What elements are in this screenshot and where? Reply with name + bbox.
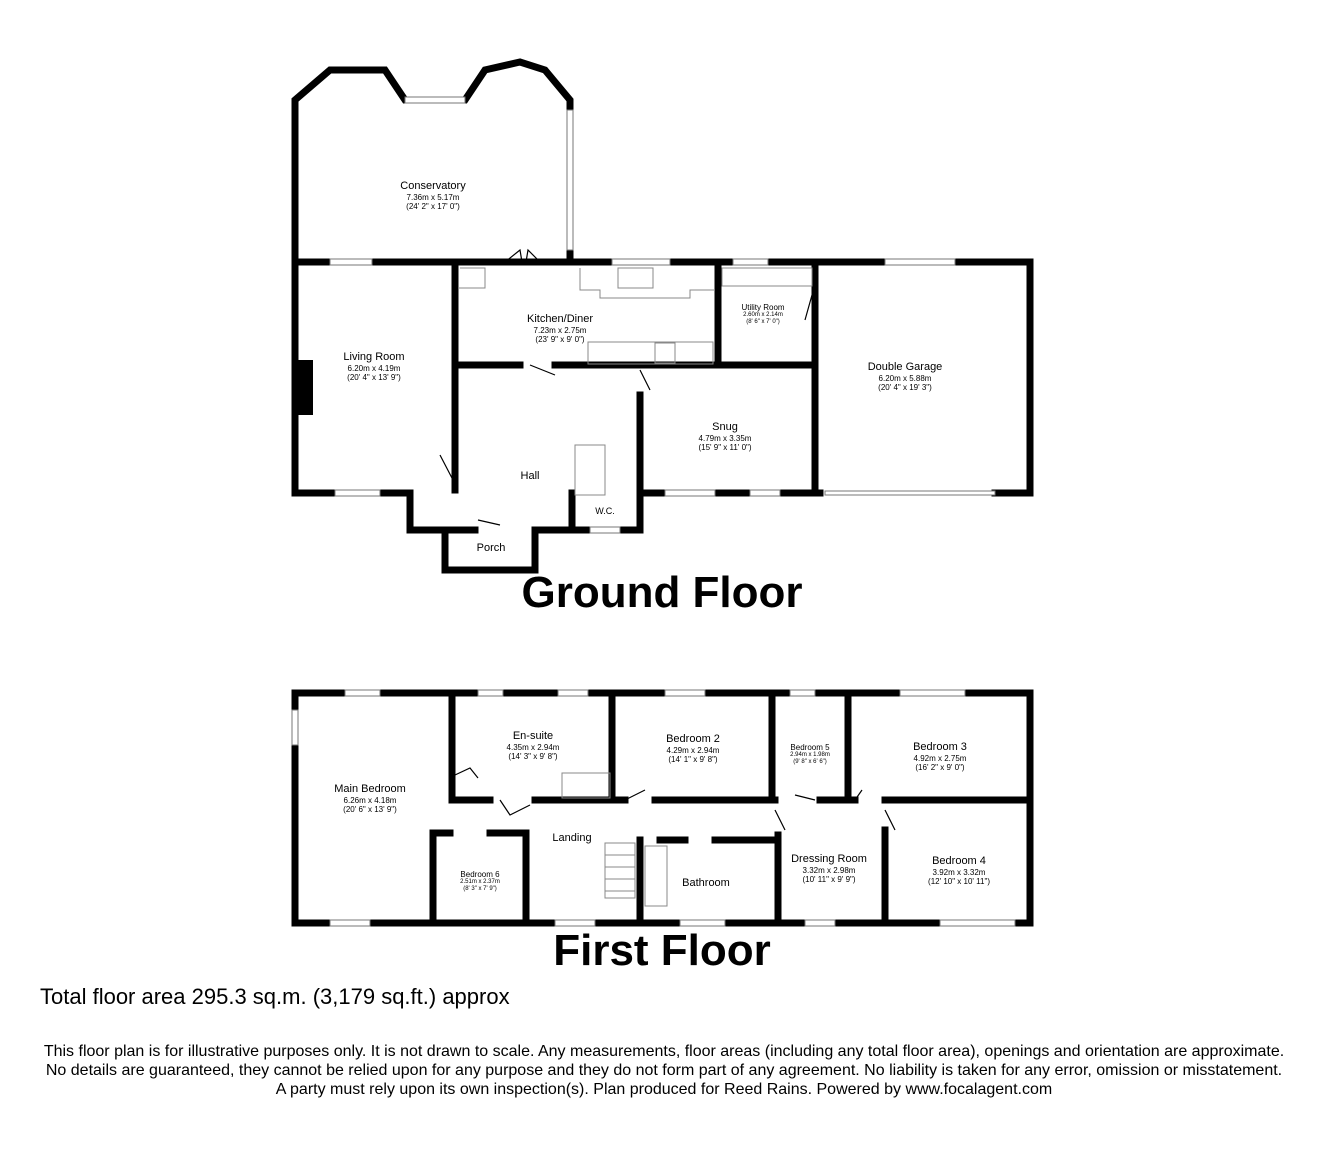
room-kitchen-diner: Kitchen/Diner 7.23m x 2.75m (23' 9" x 9'… — [527, 313, 593, 344]
room-imperial: (20' 4" x 19' 3") — [878, 382, 932, 392]
room-bedroom-5: Bedroom 5 2.94m x 1.98m (9' 8" x 6' 6") — [790, 743, 830, 766]
room-imperial: (10' 11" x 9' 9") — [802, 874, 856, 884]
room-metric: 6.20m x 5.88m — [878, 373, 932, 383]
first-floor-title: First Floor — [553, 926, 771, 975]
room-name: Living Room — [343, 351, 405, 363]
room-metric: 7.23m x 2.75m — [533, 325, 587, 335]
ground-floor-fittings — [439, 248, 813, 526]
room-metric: 4.79m x 3.35m — [698, 433, 752, 443]
room-wc: W.C. — [595, 506, 615, 516]
room-name: Snug — [712, 421, 738, 433]
room-metric: 4.29m x 2.94m — [666, 745, 720, 755]
room-imperial: (20' 4" x 13' 9") — [347, 372, 401, 382]
room-bathroom: Bathroom — [682, 877, 730, 889]
room-imperial: (23' 9" x 9' 0") — [535, 334, 585, 344]
ground-floor-title: Ground Floor — [521, 568, 803, 617]
room-name: Main Bedroom — [334, 783, 406, 795]
room-utility: Utility Room 2.60m x 2.14m (8' 6" x 7' 0… — [741, 303, 784, 326]
room-imperial: (8' 3" x 7' 9") — [463, 886, 497, 893]
room-name: Bedroom 4 — [932, 855, 986, 867]
room-metric: 4.35m x 2.94m — [506, 742, 560, 752]
room-name: Conservatory — [400, 180, 466, 192]
room-imperial: (15' 9" x 11' 0") — [698, 442, 752, 452]
disclaimer: This floor plan is for illustrative purp… — [43, 1043, 1285, 1098]
room-bedroom-6: Bedroom 6 2.51m x 2.37m (8' 3" x 7' 9") — [460, 870, 500, 893]
room-imperial: (12' 10" x 10' 11") — [928, 876, 990, 886]
room-name: Bedroom 3 — [913, 741, 967, 753]
room-double-garage: Double Garage 6.20m x 5.88m (20' 4" x 19… — [868, 361, 943, 392]
room-name: Utility Room — [741, 303, 785, 312]
room-hall: Hall — [520, 470, 540, 482]
first-floor-fittings — [454, 767, 896, 907]
room-imperial: (9' 8" x 6' 6") — [793, 759, 827, 766]
room-name: Bedroom 2 — [666, 733, 720, 745]
room-name: Dressing Room — [791, 853, 867, 865]
first-floor-windows — [291, 689, 1016, 927]
ground-floor-windows — [329, 96, 996, 534]
room-imperial: (20' 6" x 13' 9") — [343, 804, 397, 814]
room-bedroom-4: Bedroom 4 3.92m x 3.32m (12' 10" x 10' 1… — [928, 855, 990, 886]
room-imperial: (14' 3" x 9' 8") — [508, 751, 558, 761]
room-imperial: (24' 2" x 17' 0") — [406, 201, 460, 211]
room-bedroom-3: Bedroom 3 4.92m x 2.75m (16' 2" x 9' 0") — [913, 741, 967, 772]
room-landing: Landing — [552, 832, 592, 844]
room-main-bedroom: Main Bedroom 6.26m x 4.18m (20' 6" x 13'… — [334, 783, 406, 814]
room-porch: Porch — [476, 542, 506, 554]
room-conservatory: Conservatory 7.36m x 5.17m (24' 2" x 17'… — [400, 180, 465, 211]
room-metric: 6.20m x 4.19m — [347, 363, 401, 373]
first-floor-walls — [291, 689, 1034, 927]
room-en-suite: En-suite 4.35m x 2.94m (14' 3" x 9' 8") — [507, 730, 560, 761]
room-name: Kitchen/Diner — [526, 313, 594, 325]
room-name: En-suite — [512, 730, 554, 742]
room-living-room: Living Room 6.20m x 4.19m (20' 4" x 13' … — [343, 351, 404, 382]
room-metric: 6.26m x 4.18m — [343, 795, 397, 805]
room-metric: 2.94m x 1.98m — [790, 752, 830, 759]
room-metric: 2.51m x 2.37m — [460, 879, 500, 886]
room-metric: 2.60m x 2.14m — [743, 312, 783, 319]
room-name: Bedroom 5 — [790, 743, 830, 752]
room-bedroom-2: Bedroom 2 4.29m x 2.94m (14' 1" x 9' 8") — [666, 733, 720, 764]
room-metric: 4.92m x 2.75m — [913, 753, 967, 763]
room-name: Bedroom 6 — [460, 870, 500, 879]
room-imperial: (8' 6" x 7' 0") — [746, 319, 780, 326]
room-metric: 3.92m x 3.32m — [932, 867, 986, 877]
room-dressing-room: Dressing Room 3.32m x 2.98m (10' 11" x 9… — [791, 853, 867, 884]
room-metric: 7.36m x 5.17m — [406, 192, 460, 202]
room-snug: Snug 4.79m x 3.35m (15' 9" x 11' 0") — [698, 421, 751, 452]
room-name: Double Garage — [867, 361, 943, 373]
total-floor-area: Total floor area 295.3 sq.m. (3,179 sq.f… — [40, 984, 510, 1009]
room-metric: 3.32m x 2.98m — [802, 865, 856, 875]
room-imperial: (14' 1" x 9' 8") — [668, 754, 718, 764]
room-imperial: (16' 2" x 9' 0") — [915, 762, 965, 772]
